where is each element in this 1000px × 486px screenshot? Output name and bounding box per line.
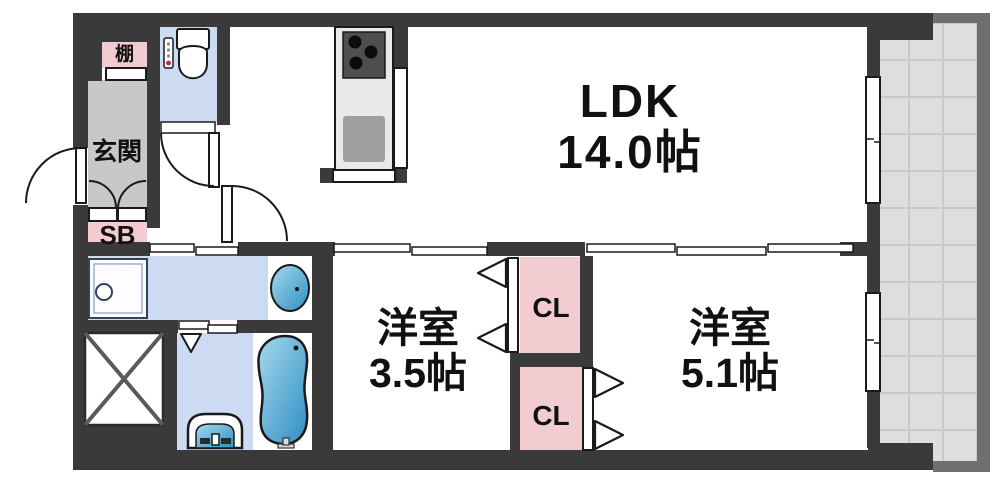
bedroom1-name: 洋室	[377, 305, 459, 351]
closet-bottom-floor	[520, 367, 582, 450]
wall-bottom-right-block	[868, 443, 933, 470]
wall-xbox-bath	[163, 333, 177, 450]
entry-floor	[88, 80, 147, 208]
wall-middle-a	[73, 242, 150, 256]
ldk-size: 14.0帖	[557, 125, 703, 178]
bedroom2-size: 5.1帖	[681, 350, 779, 397]
bedroom2-window	[865, 292, 881, 392]
wall-washbath-right	[237, 320, 312, 333]
wall-shelf-left	[88, 42, 102, 81]
wall-top	[73, 13, 933, 27]
toilet-door	[160, 121, 220, 188]
wall-bottom	[73, 450, 868, 470]
washroom-sliding-door	[149, 243, 239, 256]
entry-shelf-box	[105, 67, 147, 81]
wall-bedroom1-closet	[510, 367, 520, 450]
bedroom2-label: 洋室 5.1帖	[615, 305, 845, 397]
balcony-frame-bottom	[933, 461, 990, 472]
shelf-label: 棚	[114, 44, 134, 65]
closet-top-floor	[520, 257, 582, 353]
entrance-door	[25, 147, 87, 204]
balcony-frame-top	[933, 13, 990, 23]
wall-entry-toilet	[147, 13, 160, 228]
shelf-floor	[102, 42, 147, 68]
closet-top-label: CL	[532, 292, 570, 323]
wall-left-upper	[73, 13, 88, 148]
wall-kitchen-stub-left	[320, 168, 335, 183]
bathroom-sliding-door	[178, 320, 238, 353]
wall-kitchen-stub-top	[394, 27, 408, 68]
wall-kitchen-stub-right	[394, 168, 407, 183]
hall-ldk-door	[221, 185, 288, 243]
wall-top-right-block	[868, 27, 933, 40]
closet-bottom-door	[582, 367, 625, 451]
toilet-icon	[163, 28, 210, 80]
ldk-label: LDK 14.0帖	[430, 76, 830, 177]
wall-middle-c	[487, 242, 585, 256]
bedroom2-sliding-door	[586, 243, 854, 256]
bedroom1-size: 3.5帖	[369, 350, 467, 397]
wall-shelf-top	[88, 27, 147, 42]
washer-pan-icon	[88, 258, 148, 319]
closet-top-door	[476, 257, 519, 354]
closet-bottom-label: CL	[532, 400, 570, 431]
vanity-sink-icon	[268, 256, 312, 320]
ldk-name: LDK	[579, 75, 681, 127]
balcony-tiles	[874, 22, 978, 462]
entry-double-door	[88, 180, 147, 222]
bath-counter-icon	[186, 412, 244, 450]
kitchen-counter-icon	[332, 26, 408, 183]
bedroom1-label: 洋室 3.5帖	[323, 305, 513, 397]
ldk-window	[865, 76, 881, 204]
entry-label: 玄関	[91, 138, 142, 166]
wall-closettop-bedroom2	[580, 256, 593, 353]
bathtub-icon	[253, 333, 312, 450]
shoe-box-label: SB	[99, 220, 136, 250]
wall-washroom-bedroom1	[312, 256, 333, 450]
shoe-box-floor	[88, 220, 147, 246]
wall-closet-divider	[510, 353, 593, 367]
balcony-frame-right	[977, 13, 990, 472]
wall-toilet-ldk	[217, 13, 230, 125]
wall-middle-b	[238, 242, 335, 256]
wall-washbath-left	[85, 320, 178, 333]
meter-box-icon	[83, 331, 165, 427]
bedroom2-name: 洋室	[689, 305, 771, 351]
bedroom1-sliding-door	[333, 243, 488, 256]
